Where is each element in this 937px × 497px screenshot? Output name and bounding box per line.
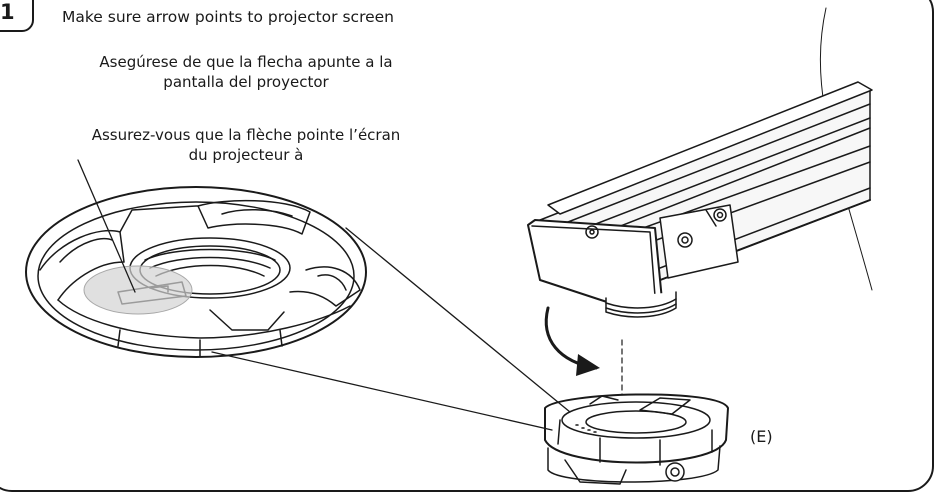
step-number: 1: [0, 0, 15, 24]
magnify-line-lower: [211, 351, 553, 431]
part-label-e: (E): [750, 427, 773, 446]
caption-spanish-line-2: pantalla del proyector: [163, 73, 329, 91]
caption-french-line-2: du projecteur à: [188, 146, 304, 164]
rotation-arrow: [544, 306, 600, 376]
arm-end-block: [527, 219, 663, 304]
arm-side-plate: [659, 204, 739, 279]
arrow-highlight: [83, 265, 193, 315]
adapter-part-e: [544, 393, 729, 485]
magnified-adapter-view: [25, 186, 367, 358]
threaded-stem: [605, 291, 677, 318]
caption-spanish-line-1: Asegúrese de que la flecha apunte a la: [99, 53, 393, 71]
step-number-badge: 1: [0, 0, 34, 32]
caption-english: Make sure arrow points to projector scre…: [62, 8, 394, 26]
caption-french: Assurez-vous que la flèche pointe l’écra…: [66, 125, 426, 165]
magnify-line-upper: [345, 227, 571, 413]
caption-spanish: Asegúrese de que la flecha apunte a la p…: [66, 52, 426, 92]
caption-french-line-1: Assurez-vous que la flèche pointe l’écra…: [91, 126, 401, 144]
leader-line: [77, 159, 136, 293]
